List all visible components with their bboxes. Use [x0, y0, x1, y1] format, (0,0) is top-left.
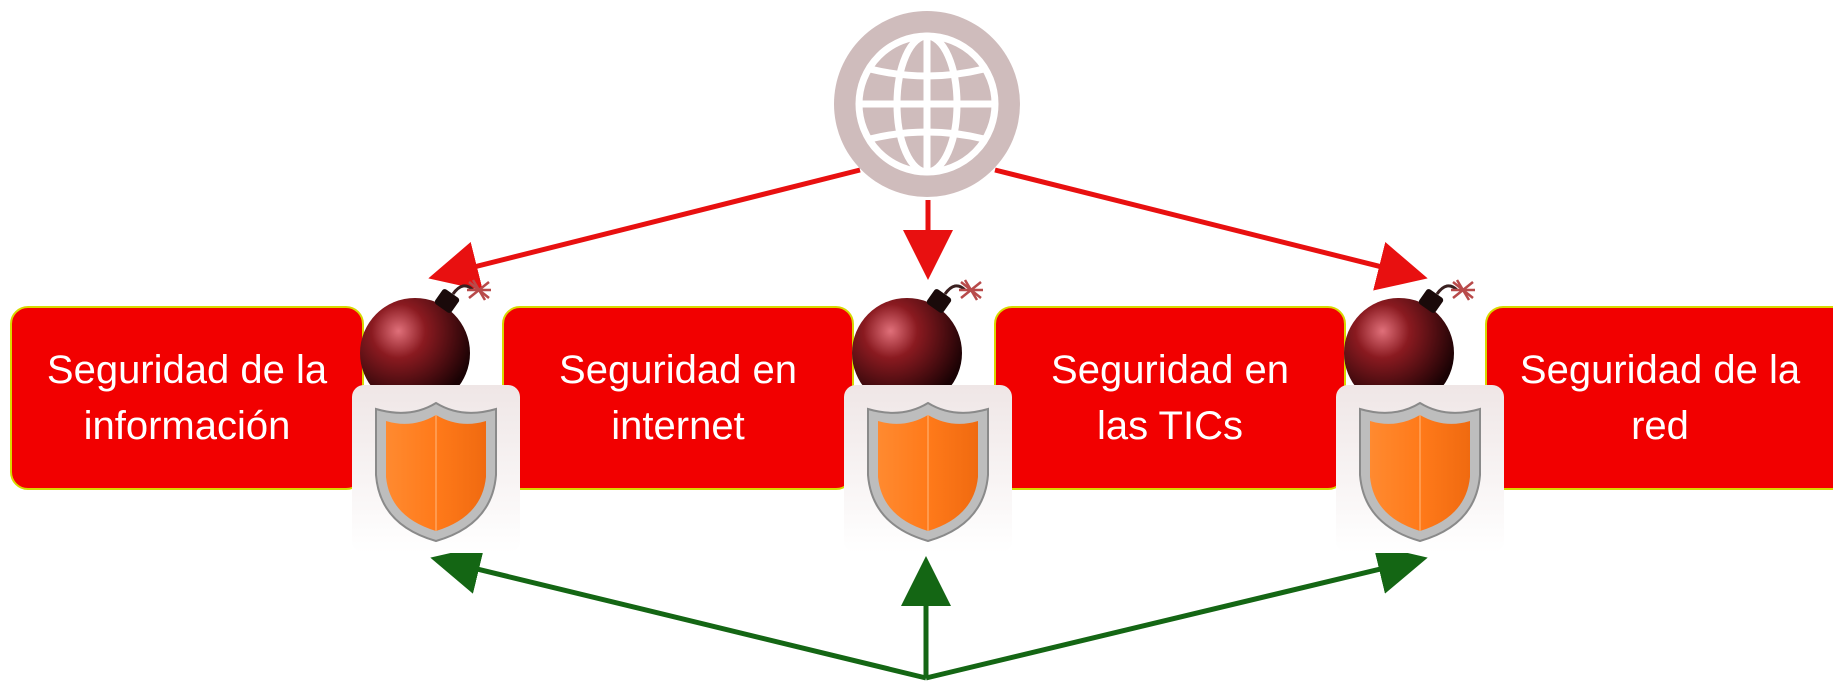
area-label-line-1: Seguridad de la	[1519, 348, 1801, 392]
shield-icon	[1336, 385, 1504, 553]
area-label-line-1: Seguridad en	[1051, 348, 1289, 392]
shield-icon	[352, 385, 520, 553]
area-label-line-1: Seguridad en	[559, 348, 797, 392]
threat-arrow-left	[428, 167, 861, 291]
bomb-icon	[345, 278, 495, 408]
area-box-informacion: Seguridad de la información	[10, 306, 364, 490]
area-label-line-2: red	[1631, 404, 1689, 448]
area-box-red: Seguridad de la red	[1485, 306, 1833, 490]
area-label-line-2: internet	[611, 404, 745, 448]
shield-icon	[844, 385, 1012, 553]
area-label-line-2: las TICs	[1097, 404, 1243, 448]
area-box-internet: Seguridad en internet	[502, 306, 854, 490]
area-label-line-2: información	[83, 404, 291, 448]
protection-arrow-right	[925, 545, 1428, 681]
area-label-line-1: Seguridad de la	[46, 348, 328, 392]
bomb-icon	[837, 278, 987, 408]
protection-arrow-left	[430, 545, 927, 681]
threat-arrow-right	[994, 167, 1428, 291]
area-box-tics: Seguridad en las TICs	[994, 306, 1346, 490]
bomb-icon	[1329, 278, 1479, 408]
globe-icon	[832, 9, 1022, 199]
